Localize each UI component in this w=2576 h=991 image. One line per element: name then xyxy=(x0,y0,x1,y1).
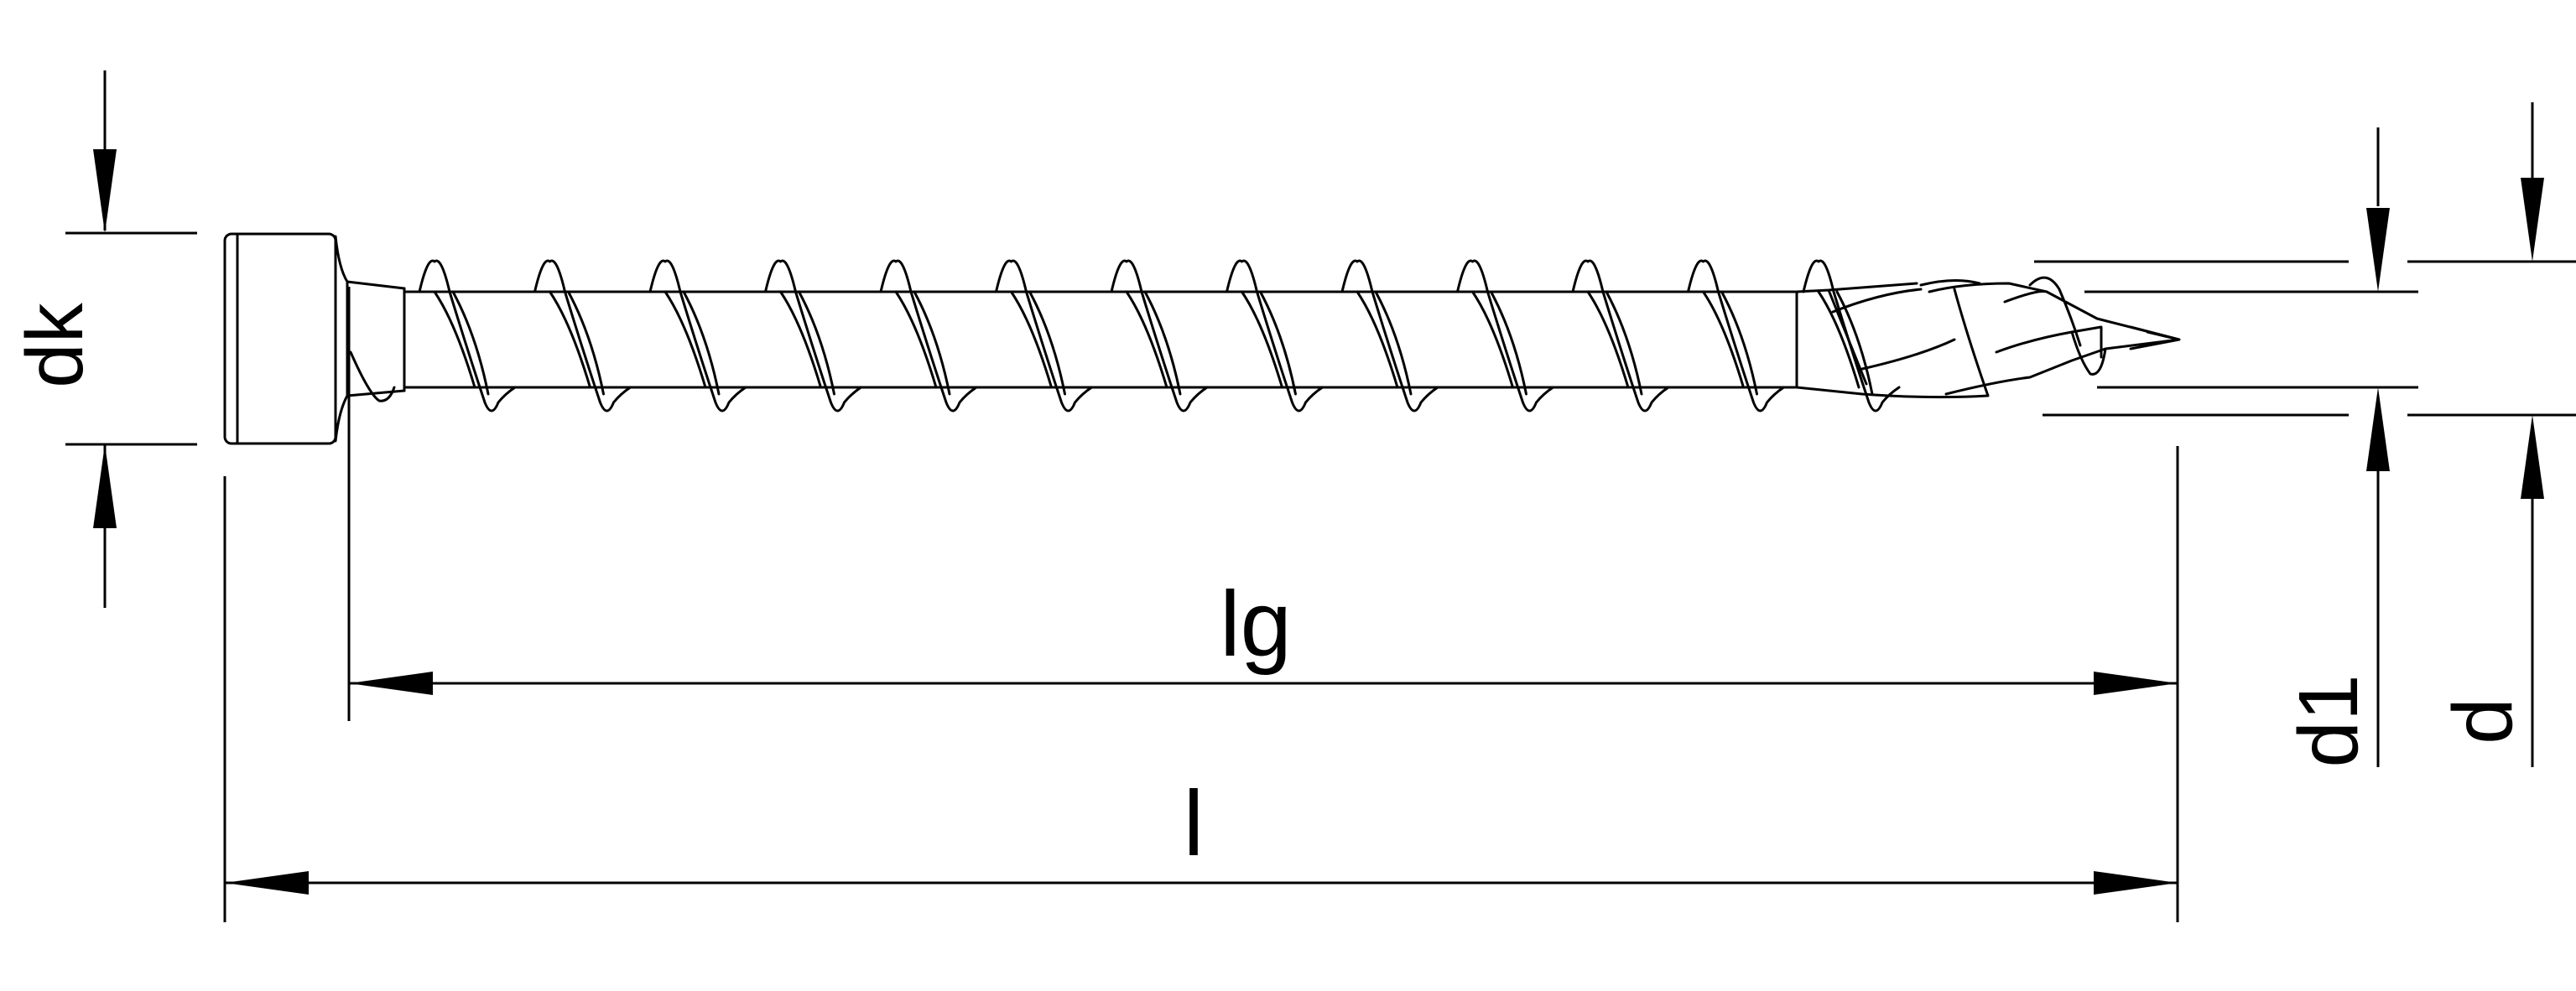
thread-crest xyxy=(1456,259,1554,412)
l-dimension: l xyxy=(223,476,2178,922)
screw-tip xyxy=(1795,276,2181,399)
thread-crest xyxy=(533,259,632,412)
thread-crest xyxy=(995,259,1093,412)
d1-label: d1 xyxy=(2282,674,2376,767)
lg-dimension: lg xyxy=(347,287,2179,922)
d1-dimension: d1 xyxy=(2084,127,2418,768)
thread-crest xyxy=(1340,259,1439,412)
thread-crest xyxy=(764,259,862,412)
thread-crest xyxy=(1110,259,1209,412)
d-dimension: d xyxy=(2034,102,2576,767)
l-label: l xyxy=(1184,772,1204,875)
dk-label: dk xyxy=(10,302,100,387)
screw-neck-curve xyxy=(349,350,396,402)
thread-crest xyxy=(1571,259,1670,412)
thread-crests xyxy=(418,259,1901,412)
thread-crest xyxy=(418,259,517,412)
screw-outline xyxy=(223,232,2181,445)
lg-label: lg xyxy=(1220,573,1292,676)
thread-crest xyxy=(1226,259,1324,412)
d-label: d xyxy=(2436,698,2530,745)
screw-head xyxy=(223,232,337,445)
dk-dimension: dk xyxy=(10,70,197,608)
thread-crest xyxy=(648,259,747,412)
thread-crest xyxy=(879,259,978,412)
thread-crest xyxy=(1687,259,1785,412)
screw-neck xyxy=(334,235,406,443)
